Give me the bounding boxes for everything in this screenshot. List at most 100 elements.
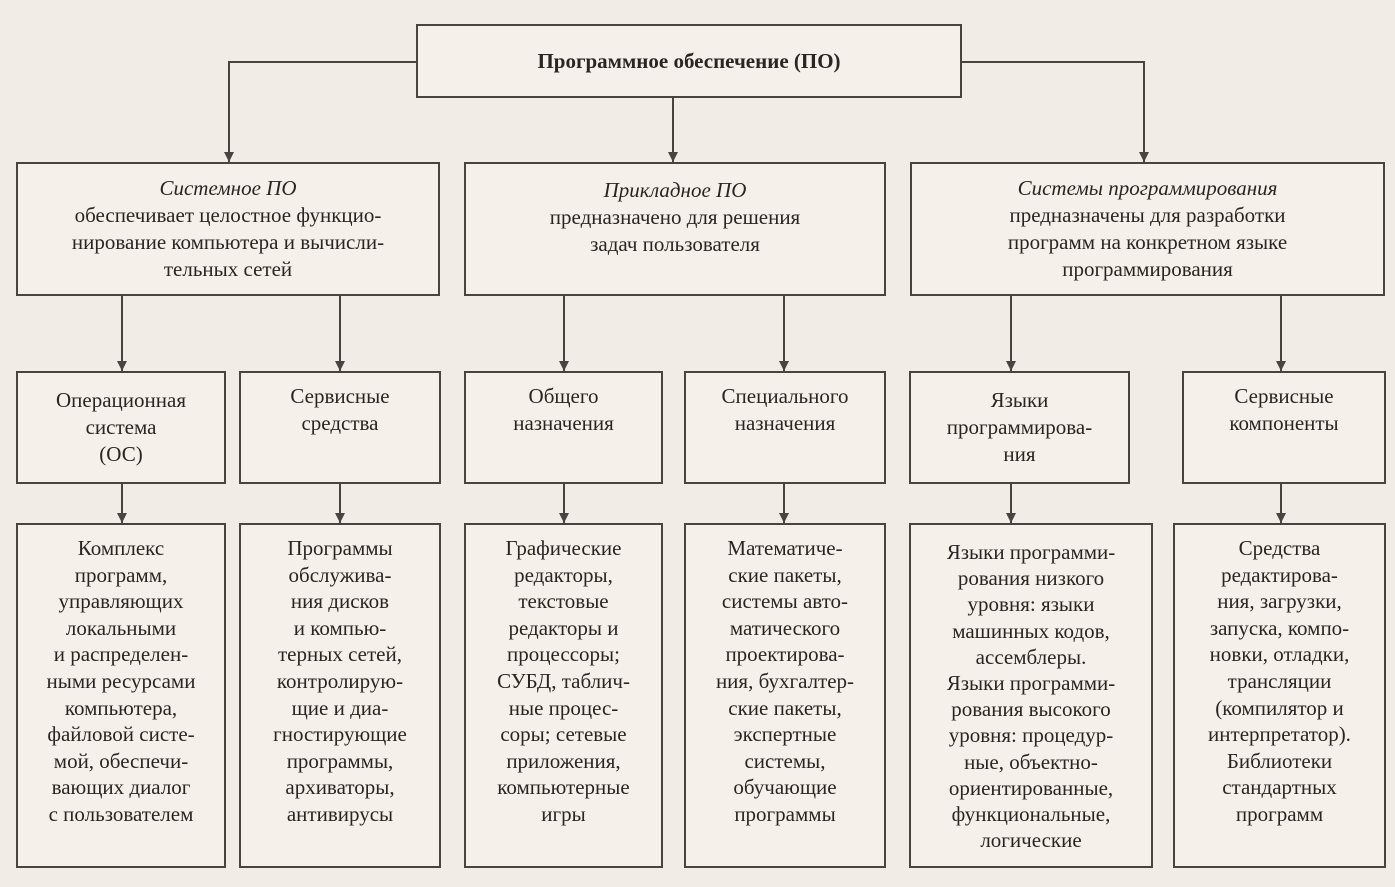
arrow-root-to-programming-systems <box>962 61 1149 162</box>
subcategory-service-components: Сервисные компоненты <box>1182 371 1386 484</box>
leaf-line: рования низкого <box>957 566 1105 591</box>
leaf-line: Программы <box>287 536 393 560</box>
subcategory-line: Специального <box>721 384 849 408</box>
leaf-line: терных сетей, <box>278 642 402 667</box>
arrow-root-to-system-software <box>224 61 416 162</box>
leaf-line: системы авто- <box>721 589 849 614</box>
leaf-line: логические <box>980 828 1082 853</box>
leaf-line: игры <box>541 801 586 826</box>
leaf-line: функциональные, <box>951 802 1111 827</box>
leaf-line: ния, бухгалтер- <box>715 668 855 693</box>
subcategory-programming-languages: Языки программирова- ния <box>909 371 1130 484</box>
leaf-line: вающих диалог <box>51 775 191 800</box>
leaf-line: процессоры; <box>507 642 620 667</box>
subcategory-line: ния <box>1003 442 1036 466</box>
leaf-line: (компилятор и <box>1215 695 1344 720</box>
leaf-line: запуска, компо- <box>1209 615 1350 640</box>
leaf-line: текстовые <box>518 589 609 614</box>
leaf-line: Графические <box>505 536 622 560</box>
category-title: Прикладное ПО <box>603 178 747 202</box>
leaf-line: уровня: языки <box>967 592 1095 617</box>
leaf-special-purpose-description: Математиче- ские пакеты, системы авто- м… <box>684 523 886 868</box>
leaf-line: редактирова- <box>1221 562 1338 587</box>
subcategory-line: программирова- <box>946 415 1093 439</box>
leaf-line: уровня: процедур- <box>948 723 1114 748</box>
leaf-line: ные, объектно- <box>964 749 1098 774</box>
leaf-line: ориентированные, <box>948 775 1114 800</box>
category-description-line: нирование компьютера и вычисли- <box>71 230 385 254</box>
leaf-line: компьютерные <box>497 775 630 800</box>
leaf-service-tools-description: Программы обслужива- ния дисков и компью… <box>239 523 441 868</box>
leaf-line: рования высокого <box>951 697 1111 722</box>
leaf-line: файловой систе- <box>47 722 195 747</box>
leaf-line: системы, <box>744 748 826 773</box>
subcategory-line: Языки <box>990 388 1049 412</box>
subcategory-line: Сервисные <box>1234 384 1334 408</box>
subcategory-line: средства <box>301 411 379 435</box>
leaf-line: щие и диа- <box>291 695 389 720</box>
leaf-line: ассемблеры. <box>975 644 1087 669</box>
leaf-line: редакторы и <box>508 615 619 640</box>
category-description-line: программирования <box>1062 257 1233 281</box>
leaf-line: Математиче- <box>727 536 843 560</box>
leaf-line: ские пакеты, <box>728 562 842 587</box>
leaf-line: локальными <box>65 615 177 640</box>
category-description-line: предназначены для разработки <box>1009 203 1286 227</box>
subcategory-line: система <box>85 415 157 439</box>
leaf-line: компьютера, <box>64 695 178 720</box>
leaf-line: антивирусы <box>286 801 394 826</box>
leaf-line: редакторы, <box>514 562 613 587</box>
category-system-software: Системное ПО обеспечивает целостное функ… <box>16 162 440 296</box>
subcategory-line: Общего <box>528 384 599 408</box>
category-description-line: обеспечивает целостное функцио- <box>74 203 382 227</box>
leaf-line: мой, обеспечи- <box>53 748 189 773</box>
category-application-software: Прикладное ПО предназначено для решения … <box>464 162 886 296</box>
leaf-line: приложения, <box>506 748 621 773</box>
subcategory-line: компоненты <box>1229 411 1339 435</box>
category-title: Системы программирования <box>1017 176 1278 200</box>
subcategory-line: (ОС) <box>99 442 143 466</box>
leaf-line: соры; сетевые <box>500 722 627 747</box>
subcategory-service-tools: Сервисные средства <box>239 371 441 484</box>
leaf-line: ния, загрузки, <box>1217 589 1342 614</box>
leaf-line: ские пакеты, <box>728 695 842 720</box>
leaf-line: Комплекс <box>77 536 165 560</box>
leaf-service-components-description: Средства редактирова- ния, загрузки, зап… <box>1173 523 1386 868</box>
leaf-line: СУБД, таблич- <box>497 668 630 693</box>
category-description-line: предназначено для решения <box>549 205 801 229</box>
leaf-line: ния дисков <box>290 589 390 614</box>
leaf-line: программ <box>1235 801 1324 826</box>
leaf-line: новки, отладки, <box>1209 642 1350 667</box>
subcategory-special-purpose: Специального назначения <box>684 371 886 484</box>
leaf-line: Языки программи- <box>946 671 1116 696</box>
category-description-line: тельных сетей <box>163 257 293 281</box>
subcategory-line: Операционная <box>56 388 186 412</box>
leaf-line: с пользователем <box>48 801 194 826</box>
leaf-line: контролирую- <box>276 668 404 693</box>
leaf-line: Средства <box>1238 536 1321 560</box>
leaf-line: ные процес- <box>508 695 619 720</box>
leaf-line: программы, <box>286 748 394 773</box>
leaf-line: Библиотеки <box>1226 748 1333 773</box>
leaf-line: трансляции <box>1227 668 1332 693</box>
leaf-line: программы <box>734 801 836 826</box>
subcategory-line: назначения <box>734 411 836 435</box>
leaf-line: ными ресурсами <box>46 668 196 693</box>
leaf-line: управляющих <box>58 589 184 614</box>
category-description-line: задач пользователя <box>590 232 760 256</box>
leaf-programming-languages-description: Языки программи- рования низкого уровня:… <box>909 523 1153 868</box>
leaf-line: проектирова- <box>725 642 845 667</box>
leaf-line: гностирующие <box>273 722 407 747</box>
leaf-line: программ, <box>74 562 168 587</box>
leaf-line: и компью- <box>293 615 387 640</box>
leaf-line: обучающие <box>733 775 837 800</box>
leaf-line: обслужива- <box>288 562 392 587</box>
leaf-line: машинных кодов, <box>952 618 1110 643</box>
category-description-line: программ на конкретном языке <box>1007 230 1288 254</box>
root-box: Программное обеспечение (ПО) <box>416 24 962 98</box>
leaf-line: экспертные <box>733 722 837 747</box>
category-title: Системное ПО <box>159 176 297 200</box>
category-programming-systems: Системы программирования предназначены д… <box>910 162 1385 296</box>
leaf-line: стандартных <box>1222 775 1337 800</box>
leaf-line: архиваторы, <box>285 775 395 800</box>
